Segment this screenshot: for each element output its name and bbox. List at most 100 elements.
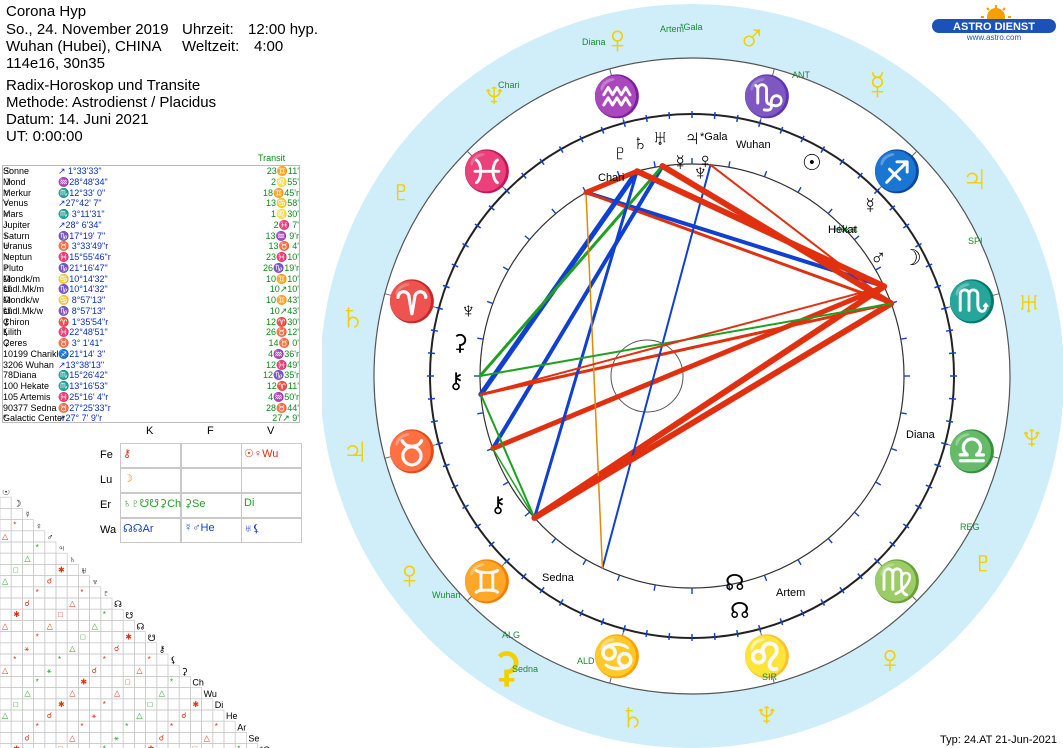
planet-glyph: * bbox=[3, 413, 7, 424]
aspect-symbol: □ bbox=[125, 677, 130, 686]
aspect-symbol: ⚹ bbox=[114, 733, 119, 742]
planet-position: ↗13°38'13" bbox=[58, 359, 105, 370]
aspect-grid-label: ♃ bbox=[58, 543, 65, 553]
transit-ut: UT: 0:00:00 bbox=[6, 128, 83, 145]
aspect-grid-label: He bbox=[226, 711, 238, 721]
aspect-symbol: * bbox=[170, 722, 173, 731]
aspect-symbol: ✱ bbox=[192, 700, 199, 709]
transit-planet-icon: ♃ bbox=[960, 157, 990, 201]
planet-transit: 13♋58' bbox=[266, 198, 299, 209]
transit-planet-icon: ♃ bbox=[340, 430, 370, 474]
planet-glyph: ♆ bbox=[3, 252, 10, 262]
planet-table: ☉ Sonne↗ 1°33'33"23♊11'☽ Mond♒28°48'34"2… bbox=[2, 165, 300, 423]
aspect-symbol: △ bbox=[2, 621, 9, 630]
planet-name: 10199 Chariklo bbox=[3, 348, 64, 359]
outer-point-label: ANT bbox=[792, 70, 811, 80]
planet-transit: 28♉44' bbox=[266, 402, 299, 413]
aspect-grid-label: ♆ bbox=[92, 577, 99, 587]
aspect-symbol: * bbox=[80, 722, 83, 731]
zodiac-sign-icon: ♍ bbox=[872, 558, 922, 604]
aspect-symbol: ☌ bbox=[92, 666, 97, 675]
outer-point-label: Hekat bbox=[834, 224, 858, 234]
aspect-symbol: ✱ bbox=[13, 610, 20, 619]
aspect-line bbox=[479, 285, 886, 396]
planet-row: ☋ südl.Mk/w♑ 8°57'13"10↗43' bbox=[3, 306, 299, 317]
aspect-grid: *△*△□✱△☌**☌△✱□*△△△*□✱⚹△☌****△⚹☌△*✱□*△△△△… bbox=[0, 490, 271, 748]
planet-glyph: ☿ bbox=[3, 187, 10, 198]
aspect-symbol: ☌ bbox=[47, 711, 52, 720]
aspect-symbol: △ bbox=[69, 689, 76, 698]
element-row-head: Er bbox=[100, 499, 111, 511]
zodiac-sign-icon: ♓ bbox=[462, 148, 512, 194]
aspect-grid-label: ♀ bbox=[36, 521, 43, 531]
aspect-symbol: △ bbox=[69, 599, 76, 608]
birth-place: Wuhan (Hubei), CHINA bbox=[6, 38, 162, 55]
natal-planet-icon: ⚳ bbox=[452, 330, 468, 355]
planet-position: ♑10°14'32" bbox=[58, 284, 108, 295]
aspect-symbol: * bbox=[80, 588, 83, 597]
planet-name: Neptun bbox=[3, 252, 33, 262]
planet-transit: 2♌55' bbox=[271, 176, 299, 187]
aspect-symbol: ✱ bbox=[148, 745, 155, 748]
aspect-symbol: * bbox=[36, 588, 39, 597]
aspect-symbol: * bbox=[103, 655, 106, 664]
aspect-symbol: △ bbox=[2, 577, 9, 586]
aspect-symbol: * bbox=[13, 521, 16, 530]
outer-point-label: SIR bbox=[762, 672, 778, 682]
planet-transit: 13♒ 9'r bbox=[265, 230, 299, 241]
natal-planet-icon: ☿ bbox=[672, 150, 689, 175]
planet-glyph: ☊ bbox=[3, 273, 11, 284]
zodiac-sign-icon: ♏ bbox=[947, 278, 997, 324]
zodiac-sign-icon: ♌ bbox=[742, 633, 792, 679]
aspect-symbol: ⚹ bbox=[92, 711, 97, 720]
planet-transit: 26♑19'r bbox=[263, 262, 299, 273]
zodiac-sign-icon: ♉ bbox=[387, 428, 437, 474]
aspect-grid-label: ☿ bbox=[24, 510, 31, 520]
aspect-symbol: * bbox=[36, 722, 39, 731]
planet-transit: 12♈11' bbox=[266, 381, 299, 391]
transit-date: Datum: 14. Juni 2021 bbox=[6, 111, 149, 128]
planet-name: Venus bbox=[3, 198, 29, 209]
element-col-head: V bbox=[267, 425, 275, 437]
planet-position: ♓15°55'46"r bbox=[58, 252, 111, 262]
planet-position: ♉27°25'33"r bbox=[58, 402, 111, 413]
natal-planet-icon: ♂ bbox=[870, 245, 887, 270]
element-row-head: Wa bbox=[100, 524, 117, 536]
planet-position: ♑21°16'47" bbox=[58, 262, 108, 273]
zodiac-sign-icon: ♊ bbox=[462, 558, 512, 604]
planet-row: ☊ Mondk/m♋10°14'32"10♊10' bbox=[3, 274, 299, 285]
aspect-symbol: △ bbox=[24, 689, 31, 698]
planet-row: ♀ Venus↗27°42' 7"13♋58' bbox=[3, 198, 299, 209]
aspect-symbol: * bbox=[36, 543, 39, 552]
planet-glyph: ☉ bbox=[3, 166, 12, 176]
natal-planet-icon: ☉ bbox=[802, 150, 822, 175]
planet-position: ♓22°48'51" bbox=[58, 327, 108, 338]
planet-position: ♋10°14'32" bbox=[58, 273, 108, 284]
zodiac-sign-icon: ♈ bbox=[387, 278, 437, 324]
planet-glyph: ☽ bbox=[3, 176, 12, 187]
planet-transit: 12♑35'r bbox=[263, 370, 299, 381]
transit-planet-icon: ♀ bbox=[394, 553, 424, 597]
transit-column-head: Transit bbox=[258, 153, 286, 163]
aspect-grid-label: ♅ bbox=[80, 566, 87, 576]
planet-row: ⚳ Ceres♉ 3° 1'41"14♉ 0' bbox=[3, 338, 299, 349]
aspect-line bbox=[478, 168, 640, 397]
planet-position: ♏ 3°11'31" bbox=[58, 209, 105, 219]
time-label: Uhrzeit: bbox=[182, 21, 234, 38]
transit-planet-icon: ♆ bbox=[1017, 415, 1047, 459]
planet-transit: 13♉ 4' bbox=[268, 241, 299, 252]
aspect-grid-label: ♄ bbox=[69, 554, 76, 564]
aspect-grid-label: Wu bbox=[204, 689, 217, 699]
aspect-grid-label: *G bbox=[260, 745, 271, 748]
planet-name: Saturn bbox=[3, 230, 30, 241]
transit-planet-icon: ♀ bbox=[875, 638, 905, 682]
aspect-symbol: △ bbox=[92, 621, 99, 630]
planet-row: ⚸ Lilith♓22°48'51"26♉12' bbox=[3, 327, 299, 338]
outer-point-label: Diana bbox=[582, 37, 606, 47]
aspect-line bbox=[583, 168, 640, 195]
planet-transit: 23♓10' bbox=[266, 252, 299, 262]
aspect-grid-label: ☊ bbox=[136, 622, 144, 632]
aspect-symbol: ✱ bbox=[80, 677, 87, 686]
planet-row: ♂ Mars♏ 3°11'31"1♌30' bbox=[3, 209, 299, 220]
